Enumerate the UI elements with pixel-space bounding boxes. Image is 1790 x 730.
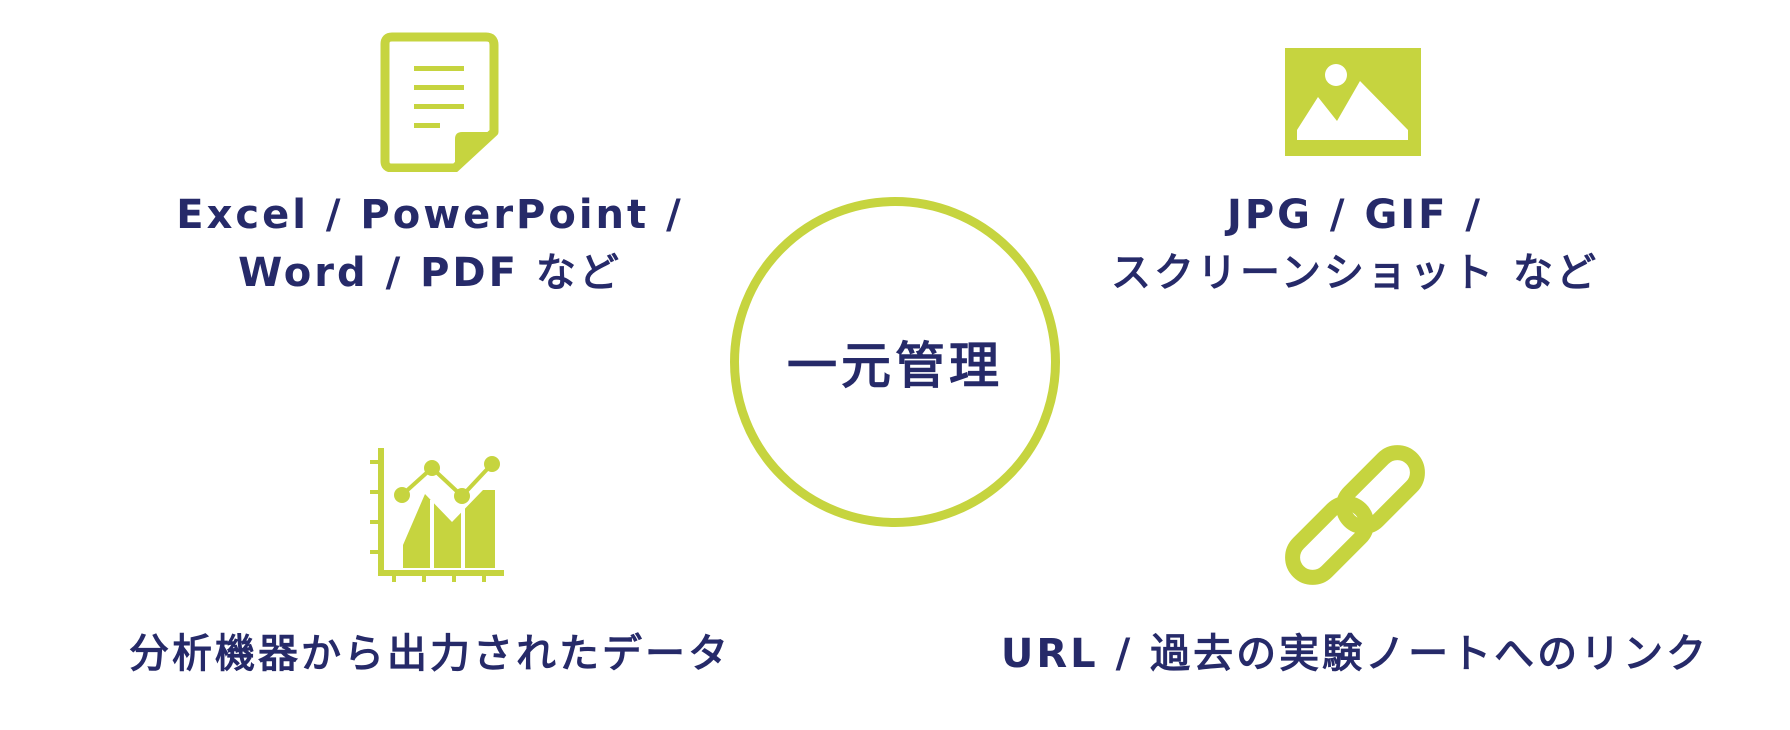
node-chart-line-1: 分析機器から出力されたデータ xyxy=(129,631,731,677)
node-chart-label: 分析機器から出力されたデータ xyxy=(110,625,750,683)
node-link-label: URL / 過去の実験ノートへのリンク xyxy=(990,625,1720,683)
link-icon xyxy=(1285,445,1425,585)
node-link-line-1: URL / 過去の実験ノートへのリンク xyxy=(1000,631,1710,677)
document-icon xyxy=(380,32,499,172)
image-icon xyxy=(1285,48,1421,156)
node-image-line-2: スクリーンショット など xyxy=(1111,250,1599,296)
center-label: 一元管理 xyxy=(787,337,1003,395)
chart-icon xyxy=(370,448,504,582)
node-image-label: JPG / GIF / スクリーンショット など xyxy=(1090,186,1620,302)
node-document-line-2: Word / PDF など xyxy=(238,250,622,296)
node-document-label: Excel / PowerPoint / Word / PDF など xyxy=(170,186,690,302)
node-image-line-1: JPG / GIF / xyxy=(1226,192,1484,238)
node-document-line-1: Excel / PowerPoint / xyxy=(176,192,684,238)
center-circle xyxy=(730,197,1060,527)
